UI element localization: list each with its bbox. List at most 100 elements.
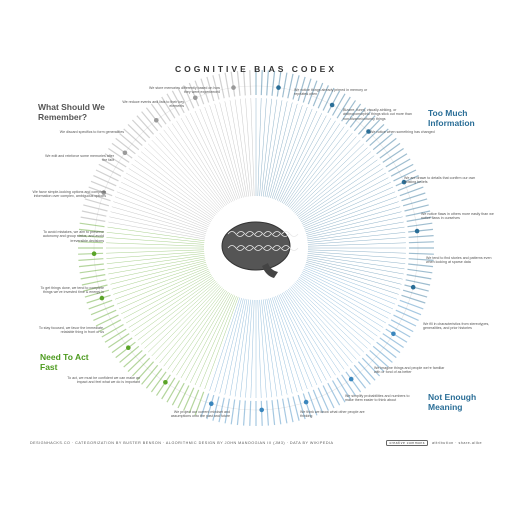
bias-ray	[278, 294, 322, 383]
license-terms: attribution · share-alike	[431, 441, 482, 445]
bias-label-mark	[98, 319, 122, 333]
bias-ray	[229, 100, 248, 197]
bias-ray	[107, 226, 205, 241]
category-dot	[259, 407, 265, 413]
bias-ray	[245, 299, 253, 398]
bias-ray	[113, 201, 207, 233]
bias-ray	[277, 110, 318, 201]
bias-ray	[307, 253, 406, 264]
bias-ray	[214, 297, 242, 393]
category-dot	[122, 150, 128, 156]
category-note: We notice when something has changed	[370, 130, 435, 134]
bias-ray	[305, 262, 401, 290]
bias-ray	[180, 292, 231, 378]
bias-label-mark	[408, 258, 434, 261]
bias-ray	[126, 273, 212, 324]
bias-label-mark	[145, 107, 163, 128]
bias-ray	[118, 269, 209, 310]
bias-ray	[131, 163, 213, 220]
category-dot	[414, 228, 420, 234]
bias-ray	[159, 132, 223, 209]
bias-ray	[264, 100, 283, 197]
bias-ray	[250, 299, 255, 398]
bias-ray	[204, 296, 239, 390]
bias-label-mark	[141, 111, 159, 132]
bias-ray	[307, 226, 405, 241]
bias-ray	[234, 99, 249, 197]
bias-ray	[155, 286, 222, 360]
bias-ray	[245, 98, 253, 197]
bias-label-mark	[78, 263, 104, 268]
bias-ray	[131, 276, 213, 333]
bias-ray	[307, 232, 406, 243]
category-note: To get things done, we tend to complete …	[40, 286, 104, 295]
bias-label-mark	[404, 204, 429, 212]
bias-ray	[291, 285, 361, 357]
bias-label-mark	[93, 309, 117, 321]
category-dot	[154, 118, 159, 123]
category-dot	[91, 251, 97, 256]
bias-label-mark	[292, 75, 300, 100]
bias-ray	[273, 106, 308, 200]
bias-ray	[293, 143, 365, 213]
bias-label-mark	[78, 252, 104, 255]
bias-label-mark	[393, 169, 417, 182]
bias-ray	[300, 275, 384, 328]
bias-ray	[123, 177, 211, 224]
category-note: We store memories differently based on h…	[149, 86, 220, 95]
category-note: We notice things already primed in memor…	[294, 88, 368, 97]
bias-ray	[106, 237, 205, 245]
bias-ray	[291, 139, 361, 211]
bias-label-mark	[123, 349, 143, 368]
category-dot	[101, 190, 107, 195]
bias-ray	[199, 296, 237, 388]
bias-label-mark	[408, 252, 434, 255]
bias-ray	[294, 282, 368, 349]
bias-ray	[140, 281, 217, 345]
bias-label-mark	[80, 216, 106, 222]
bias-label-mark	[188, 389, 200, 414]
bias-label-mark	[194, 80, 205, 105]
bias-ray	[194, 110, 235, 201]
category-note: We imagine things and people we're famil…	[374, 366, 445, 375]
bias-ray	[275, 296, 313, 388]
bias-ray	[273, 296, 308, 390]
brain-fold	[272, 231, 290, 237]
bias-label-mark	[127, 353, 147, 373]
category-dot	[163, 380, 168, 385]
bias-label-mark	[249, 400, 252, 426]
bias-label-mark	[177, 385, 190, 409]
bias-label-mark	[200, 78, 210, 103]
bias-label-mark	[230, 399, 236, 425]
brain-fold	[263, 231, 281, 237]
bias-label-mark	[136, 115, 155, 135]
bias-label-mark	[145, 368, 163, 389]
bias-ray	[185, 115, 232, 203]
bias-ray	[257, 299, 262, 398]
bias-ray	[167, 289, 226, 370]
bias-ray	[306, 211, 402, 236]
bias-ray	[163, 288, 225, 367]
bias-ray	[271, 297, 303, 391]
bias-label-mark	[382, 148, 404, 163]
bias-label-mark	[287, 397, 294, 423]
bias-label-mark	[406, 274, 432, 280]
bias-ray	[271, 105, 303, 199]
bias-label-mark	[83, 204, 108, 212]
bias-ray	[134, 159, 215, 218]
bias-label-mark	[399, 186, 424, 197]
bias-ray	[290, 136, 357, 210]
bias-ray	[114, 196, 208, 231]
bias-label-mark	[399, 299, 424, 310]
bias-label-mark	[341, 100, 356, 122]
bias-label-mark	[236, 70, 241, 96]
category-dots	[91, 85, 420, 413]
bias-ray	[307, 255, 405, 270]
bias-label-mark	[322, 87, 335, 111]
bias-label-mark	[395, 175, 419, 187]
brain-icon	[221, 221, 299, 278]
bias-label-mark	[156, 100, 171, 122]
brain-fold	[263, 245, 281, 251]
